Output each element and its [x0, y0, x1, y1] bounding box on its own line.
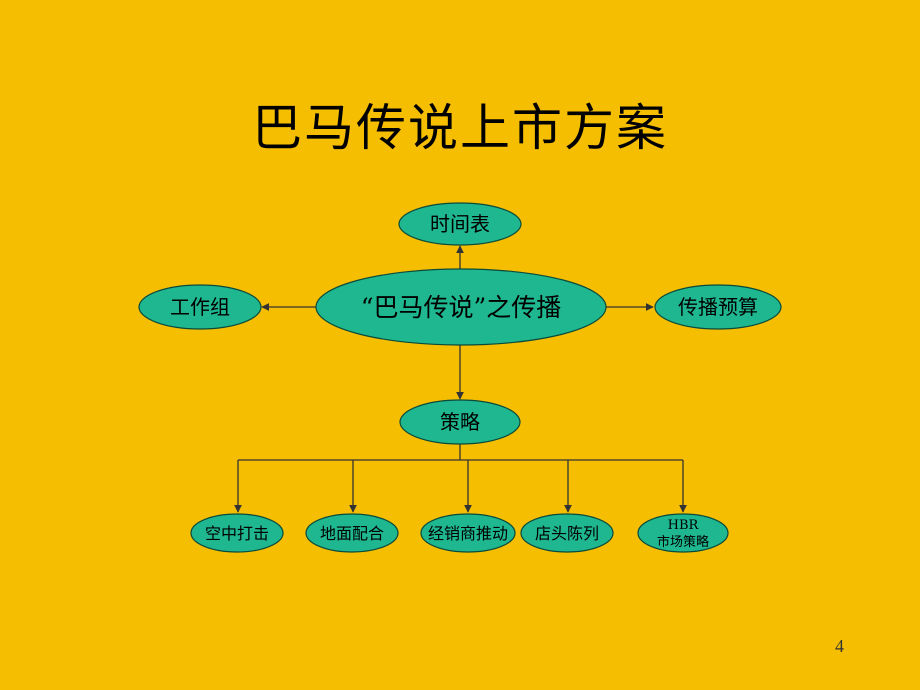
node-child-3: 经销商推动 [420, 513, 516, 553]
node-left-label: 工作组 [170, 295, 230, 319]
node-child-5-line-2: 市场策略 [657, 534, 709, 550]
node-strategy-label: 策略 [440, 410, 480, 434]
node-child-2: 地面配合 [305, 513, 399, 553]
node-child-4: 店头陈列 [520, 513, 614, 553]
node-child-1-label: 空中打击 [205, 524, 269, 543]
page-number: 4 [835, 636, 844, 656]
node-child-4-label: 店头陈列 [535, 524, 599, 543]
slide-title: 巴马传说上市方案 [252, 99, 668, 157]
node-top: 时间表 [398, 202, 522, 246]
node-child-1: 空中打击 [190, 513, 284, 553]
node-child-5-line-1: HBR [668, 518, 700, 533]
node-left: 工作组 [138, 284, 262, 330]
node-center: “巴马传说”之传播 [315, 268, 607, 346]
node-child-5: HBR 市场策略 [637, 513, 729, 553]
connectors [234, 245, 687, 513]
node-right-label: 传播预算 [678, 295, 758, 319]
node-center-label: “巴马传说”之传播 [361, 293, 562, 322]
node-child-2-label: 地面配合 [320, 524, 384, 543]
node-strategy: 策略 [399, 399, 521, 445]
node-top-label: 时间表 [430, 212, 490, 236]
node-child-3-label: 经销商推动 [428, 524, 508, 543]
node-right: 传播预算 [654, 284, 782, 330]
